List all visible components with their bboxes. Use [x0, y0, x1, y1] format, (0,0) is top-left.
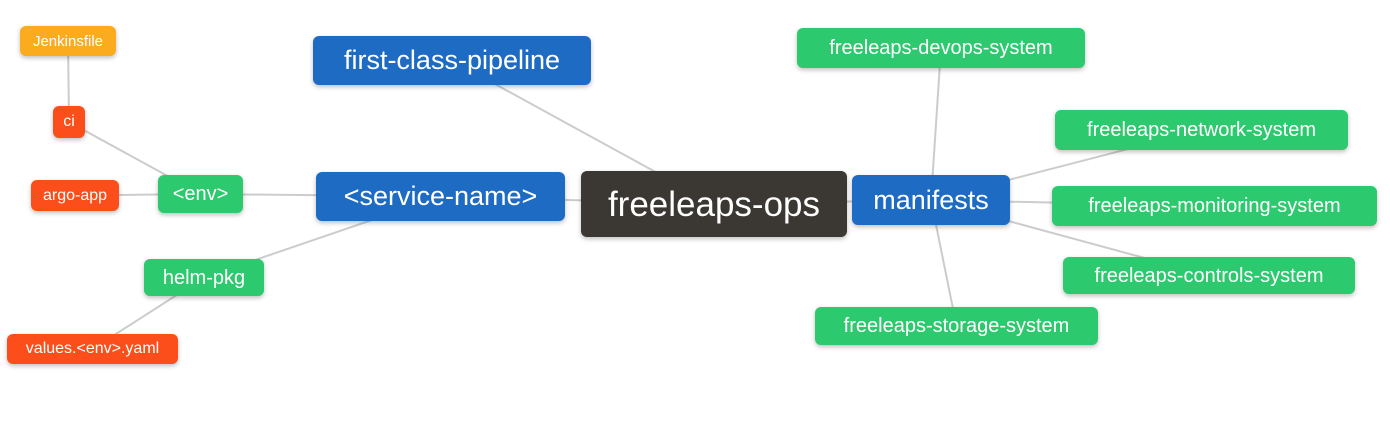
node-label-argo-app: argo-app	[42, 186, 108, 204]
node-label-values-env-yaml: values.<env>.yaml	[25, 340, 160, 357]
node-values-env-yaml[interactable]: values.<env>.yaml	[7, 334, 178, 364]
node-freeleaps-ops[interactable]: freeleaps-ops	[581, 171, 847, 237]
node-env[interactable]: <env>	[158, 175, 243, 213]
node-label-jenkinsfile: Jenkinsfile	[32, 32, 104, 50]
node-argo-app[interactable]: argo-app	[31, 180, 119, 211]
node-freeleaps-devops-system[interactable]: freeleaps-devops-system	[797, 28, 1085, 68]
node-label-freeleaps-storage-system: freeleaps-storage-system	[843, 315, 1070, 337]
node-label-service-name: <service-name>	[343, 181, 538, 211]
node-label-freeleaps-network-system: freeleaps-network-system	[1087, 119, 1316, 141]
node-label-first-class-pipeline: first-class-pipeline	[343, 45, 561, 75]
node-freeleaps-monitoring-system[interactable]: freeleaps-monitoring-system	[1052, 186, 1377, 226]
node-label-env: <env>	[172, 183, 229, 205]
node-label-freeleaps-controls-system: freeleaps-controls-system	[1094, 264, 1324, 287]
node-freeleaps-controls-system[interactable]: freeleaps-controls-system	[1063, 257, 1355, 294]
node-helm-pkg[interactable]: helm-pkg	[144, 259, 264, 296]
edge-manifests-freeleaps-devops-system	[930, 47, 942, 201]
node-service-name[interactable]: <service-name>	[316, 172, 565, 221]
node-label-freeleaps-devops-system: freeleaps-devops-system	[829, 37, 1053, 59]
node-freeleaps-network-system[interactable]: freeleaps-network-system	[1055, 110, 1348, 150]
node-label-freeleaps-monitoring-system: freeleaps-monitoring-system	[1088, 195, 1341, 217]
node-freeleaps-storage-system[interactable]: freeleaps-storage-system	[815, 307, 1098, 345]
node-label-ci: ci	[63, 113, 75, 130]
node-first-class-pipeline[interactable]: first-class-pipeline	[313, 36, 591, 85]
node-jenkinsfile[interactable]: Jenkinsfile	[20, 26, 116, 56]
node-label-manifests: manifests	[873, 184, 989, 215]
node-manifests[interactable]: manifests	[852, 175, 1010, 225]
node-label-freeleaps-ops: freeleaps-ops	[607, 184, 821, 224]
node-ci[interactable]: ci	[53, 106, 85, 138]
node-label-helm-pkg: helm-pkg	[162, 266, 246, 289]
